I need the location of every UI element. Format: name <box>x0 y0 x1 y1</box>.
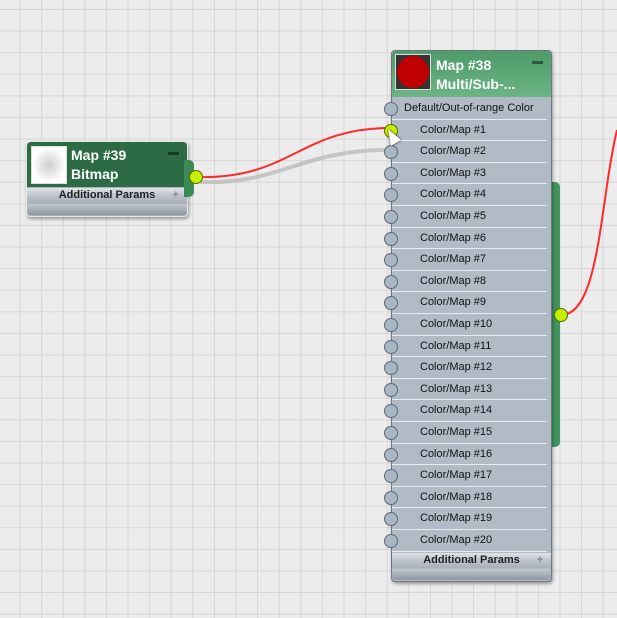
slot-label: Color/Map #20 <box>420 534 493 546</box>
input-socket[interactable] <box>384 382 398 397</box>
input-slot[interactable]: Color/Map #1 <box>392 120 547 142</box>
input-slot[interactable]: Color/Map #17 <box>392 465 547 487</box>
input-slot[interactable]: Color/Map #3 <box>392 163 547 185</box>
input-socket[interactable] <box>384 469 398 484</box>
wire-bitmap-to-slot1 <box>195 127 391 179</box>
wire-output <box>560 129 617 316</box>
slot-label: Color/Map #12 <box>420 361 493 374</box>
color-swatch-thumbnail <box>395 54 431 90</box>
collapse-icon[interactable] <box>532 61 543 64</box>
input-slot[interactable]: Color/Map #13 <box>392 379 547 401</box>
input-socket[interactable] <box>384 274 398 289</box>
node-multi-sub-map[interactable]: Map #38 Multi/Sub-... Default/Out-of-ran… <box>384 50 552 582</box>
input-socket[interactable] <box>384 534 398 548</box>
expand-icon[interactable]: + <box>536 554 543 566</box>
input-slot[interactable]: Color/Map #19 <box>392 508 547 530</box>
input-slot[interactable]: Color/Map #12 <box>392 357 547 379</box>
output-socket[interactable] <box>554 308 568 322</box>
input-socket[interactable] <box>384 253 398 268</box>
slot-label: Color/Map #7 <box>420 253 487 266</box>
input-socket[interactable] <box>384 210 398 224</box>
node-bitmap[interactable]: Map #39 Bitmap Additional Params + <box>26 141 188 217</box>
input-slot[interactable]: Color/Map #2 <box>392 141 547 163</box>
rollout-label: Additional Params <box>58 189 156 201</box>
input-slot[interactable]: Color/Map #8 <box>392 271 547 293</box>
slot-label: Color/Map #8 <box>420 274 487 287</box>
slot-label: Color/Map #17 <box>420 469 493 482</box>
input-socket[interactable] <box>384 296 398 311</box>
wire-shadow <box>199 148 389 185</box>
input-socket[interactable] <box>384 339 398 354</box>
node-title: Map #38 <box>436 57 492 73</box>
input-socket[interactable] <box>384 188 398 203</box>
slot-label: Color/Map #19 <box>420 512 493 525</box>
additional-params-rollout[interactable]: Additional Params + <box>392 553 551 568</box>
input-slot[interactable]: Color/Map #5 <box>392 206 547 228</box>
node-subtitle: Multi/Sub-... <box>436 76 516 92</box>
slot-label: Color/Map #4 <box>420 188 487 201</box>
input-socket[interactable] <box>384 102 398 116</box>
input-socket[interactable] <box>384 361 398 376</box>
input-slot[interactable]: Color/Map #6 <box>392 228 547 250</box>
input-slot[interactable]: Color/Map #4 <box>392 184 547 206</box>
bitmap-thumbnail <box>31 146 67 184</box>
slot-label: Color/Map #10 <box>420 318 493 330</box>
input-slot[interactable]: Color/Map #10 <box>392 314 547 336</box>
node-header[interactable]: Map #39 Bitmap <box>27 142 187 187</box>
slot-label: Color/Map #1 <box>420 123 487 136</box>
additional-params-rollout[interactable]: Additional Params + <box>27 188 187 203</box>
slot-label: Color/Map #5 <box>420 210 487 222</box>
input-socket[interactable] <box>384 166 398 181</box>
node-title: Map #39 <box>71 147 127 163</box>
input-slot[interactable]: Color/Map #15 <box>392 422 547 444</box>
resize-grip[interactable] <box>392 569 551 580</box>
input-slot[interactable]: Color/Map #11 <box>392 336 547 358</box>
slot-label: Color/Map #2 <box>420 145 487 158</box>
slot-label: Color/Map #11 <box>420 339 492 352</box>
node-subtitle: Bitmap <box>71 166 119 182</box>
input-socket[interactable] <box>384 318 398 332</box>
slot-label: Color/Map #14 <box>420 404 493 417</box>
expand-icon[interactable]: + <box>172 189 179 201</box>
input-socket[interactable] <box>384 231 398 246</box>
output-socket[interactable] <box>189 170 203 184</box>
input-socket[interactable] <box>384 404 398 419</box>
input-socket[interactable] <box>384 426 398 440</box>
input-slot[interactable]: Color/Map #18 <box>392 487 547 509</box>
input-slot[interactable]: Default/Out-of-range Color <box>392 98 547 120</box>
input-slot[interactable]: Color/Map #14 <box>392 400 547 422</box>
slot-label: Color/Map #15 <box>420 426 493 438</box>
slot-label: Color/Map #18 <box>420 490 493 503</box>
slot-label: Default/Out-of-range Color <box>404 102 534 114</box>
input-slot[interactable]: Color/Map #7 <box>392 249 547 271</box>
input-socket[interactable] <box>384 145 398 160</box>
slot-label: Color/Map #16 <box>420 447 493 460</box>
input-socket[interactable] <box>384 447 398 462</box>
input-slot[interactable]: Color/Map #9 <box>392 292 547 314</box>
collapse-icon[interactable] <box>168 152 179 155</box>
input-socket[interactable] <box>384 123 398 138</box>
slot-label: Color/Map #3 <box>420 166 487 179</box>
slot-label: Color/Map #6 <box>420 231 487 244</box>
input-socket[interactable] <box>384 490 398 505</box>
node-header[interactable]: Map #38 Multi/Sub-... <box>392 51 551 97</box>
resize-grip[interactable] <box>27 204 187 215</box>
slot-label: Color/Map #13 <box>420 382 493 395</box>
rollout-label: Additional Params <box>423 554 520 566</box>
input-slot[interactable]: Color/Map #16 <box>392 444 547 466</box>
input-socket[interactable] <box>384 512 398 527</box>
input-slot[interactable]: Color/Map #20 <box>392 530 547 552</box>
slot-label: Color/Map #9 <box>420 296 487 309</box>
